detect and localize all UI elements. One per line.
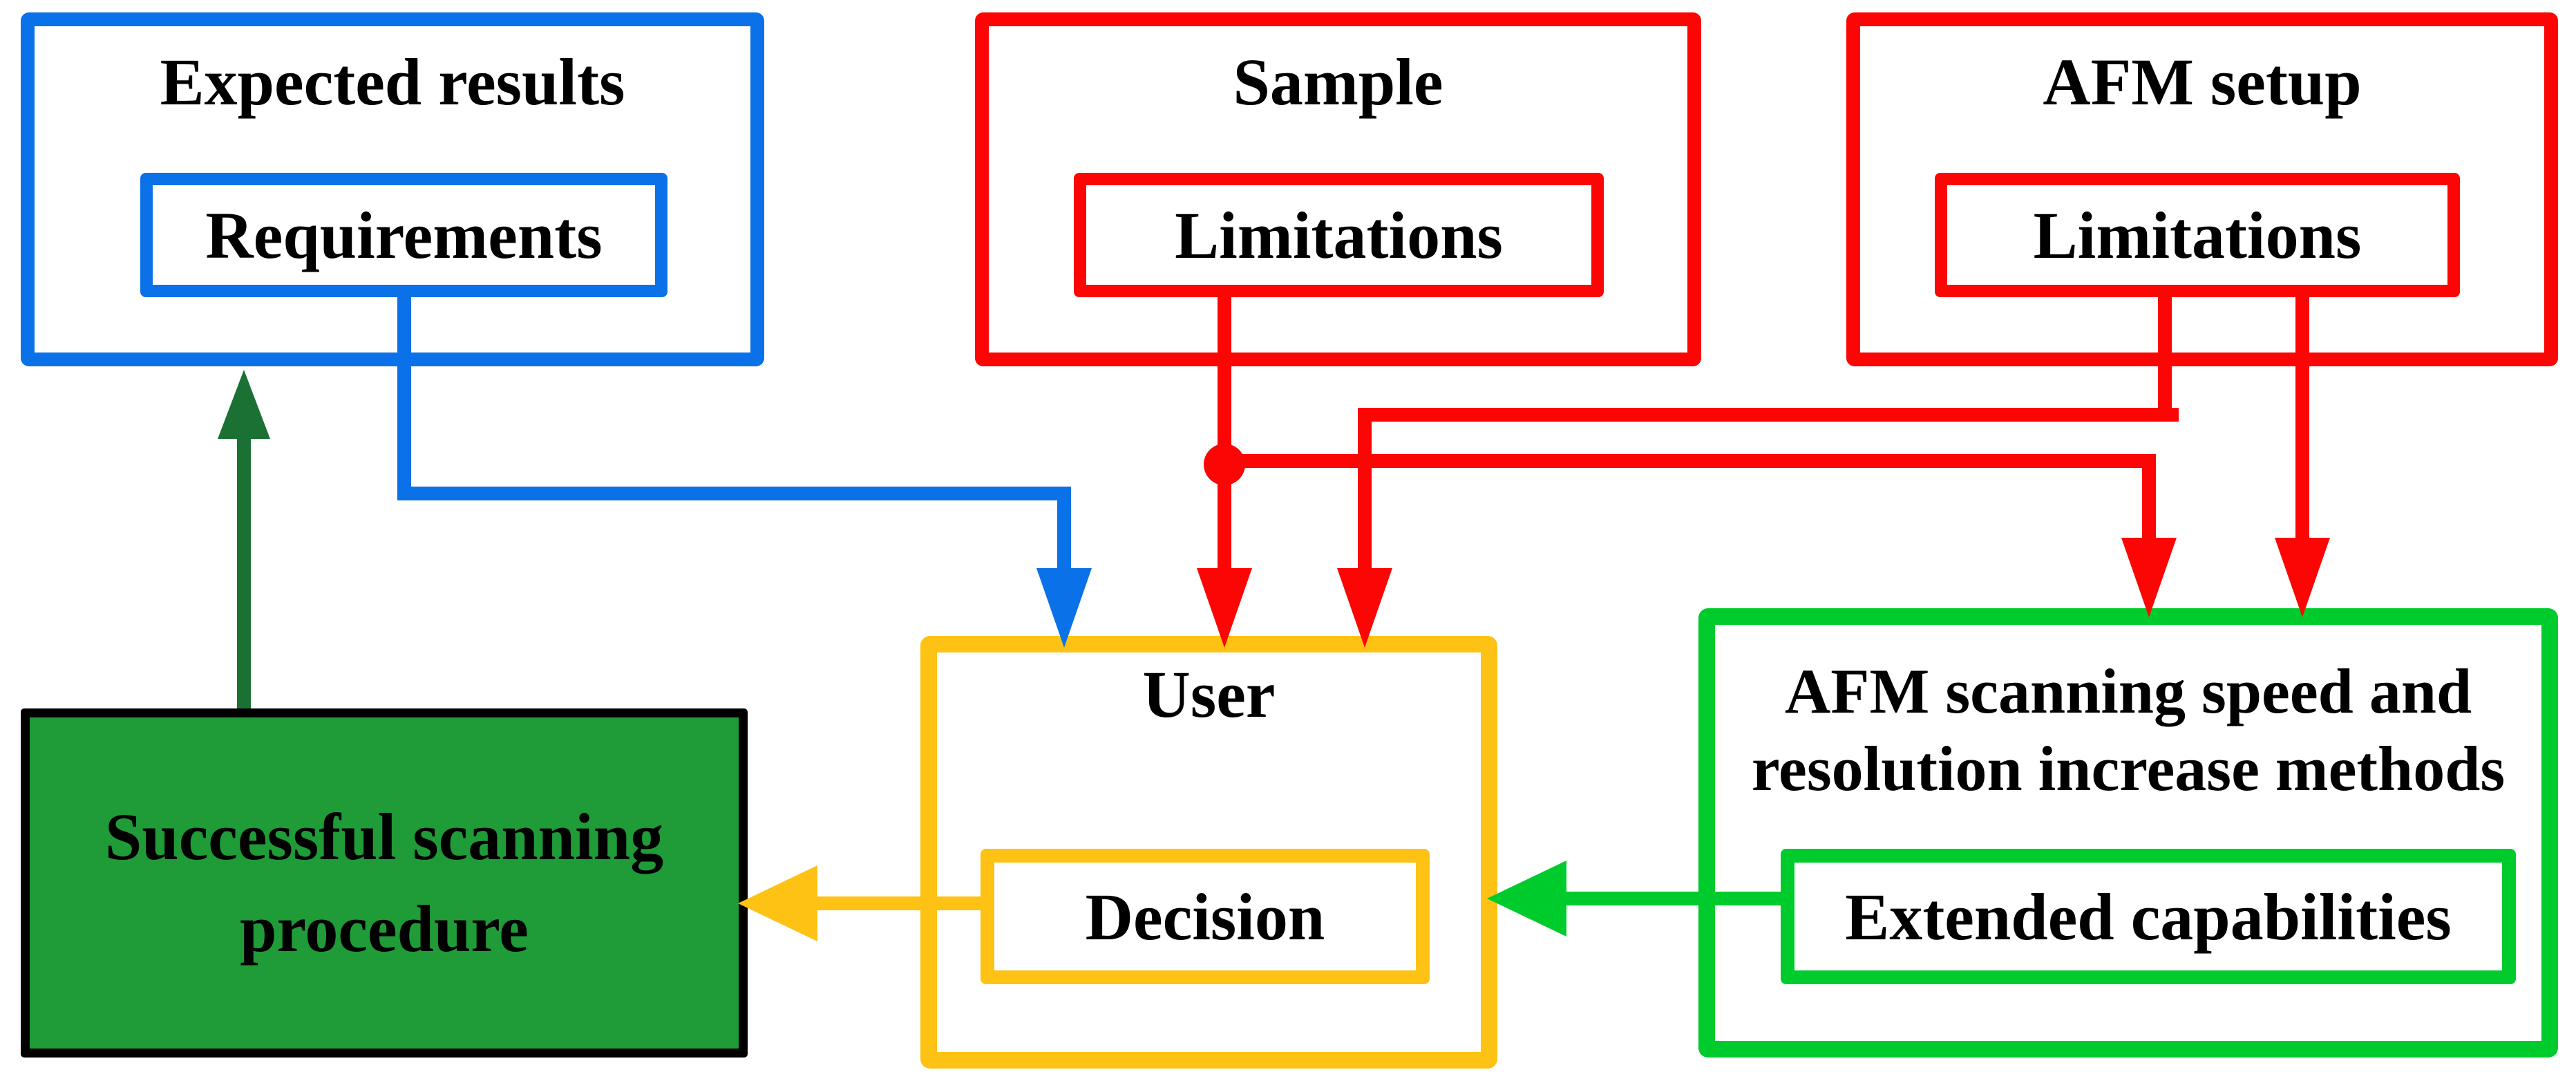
arrowhead-orange-into-success xyxy=(738,865,817,941)
arrowhead-red-into-user-middle xyxy=(1197,568,1252,648)
connector-afm-to-user-horizontal xyxy=(1358,408,2179,422)
connector-afm-limitations-right-vertical xyxy=(2295,297,2309,544)
successful-scanning-label-line2: procedure xyxy=(240,891,529,966)
arrowhead-blue-into-user xyxy=(1036,568,1092,648)
extended-capabilities-box: Extended capabilities xyxy=(1781,849,2516,984)
arrowhead-darkgreen-into-expected xyxy=(218,370,270,439)
successful-scanning-label-line1: Successful scanning xyxy=(104,800,664,874)
afm-setup-limitations-box: Limitations xyxy=(1935,173,2460,297)
connector-decision-to-success xyxy=(815,896,988,910)
expected-results-title: Expected results xyxy=(160,45,625,119)
connector-sample-limitations-vertical xyxy=(1218,297,1231,577)
sample-limitations-label: Limitations xyxy=(1175,198,1503,272)
connector-requirements-drop xyxy=(1057,487,1071,574)
afm-methods-title-line1: AFM scanning speed and xyxy=(1784,656,2472,726)
arrowhead-red-into-user-right xyxy=(1337,568,1392,648)
requirements-label: Requirements xyxy=(205,198,603,272)
arrowhead-red-into-methods-left xyxy=(2121,538,2177,617)
arrowhead-red-into-methods-right xyxy=(2275,538,2330,617)
afm-setup-title: AFM setup xyxy=(2043,45,2362,119)
connector-afm-to-user-drop xyxy=(1358,408,1372,577)
connector-requirements-vertical xyxy=(397,297,411,500)
afm-methods-title: AFM scanning speed and resolution increa… xyxy=(1715,652,2541,807)
arrowhead-green-into-user xyxy=(1487,861,1566,937)
connector-junction-to-methods-horizontal xyxy=(1218,454,2156,468)
connector-junction-to-methods-drop xyxy=(2142,454,2156,544)
successful-scanning-box: Successful scanning procedure xyxy=(21,708,748,1058)
sample-title: Sample xyxy=(1233,45,1443,119)
afm-setup-limitations-label: Limitations xyxy=(2033,198,2362,272)
connector-afm-limitations-left-vertical xyxy=(2158,297,2172,422)
afm-methods-title-line2: resolution increase methods xyxy=(1751,733,2506,805)
requirements-box: Requirements xyxy=(140,173,667,297)
connector-extended-to-user xyxy=(1565,892,1793,905)
connector-success-to-expected-vertical xyxy=(237,432,251,708)
decision-label: Decision xyxy=(1085,879,1325,954)
decision-box: Decision xyxy=(981,849,1430,984)
afm-methods-box: AFM scanning speed and resolution increa… xyxy=(1698,608,2558,1058)
connector-requirements-horizontal xyxy=(397,487,1071,500)
user-title: User xyxy=(1142,657,1276,731)
sample-limitations-box: Limitations xyxy=(1074,173,1604,297)
extended-capabilities-label: Extended capabilities xyxy=(1845,879,2452,954)
